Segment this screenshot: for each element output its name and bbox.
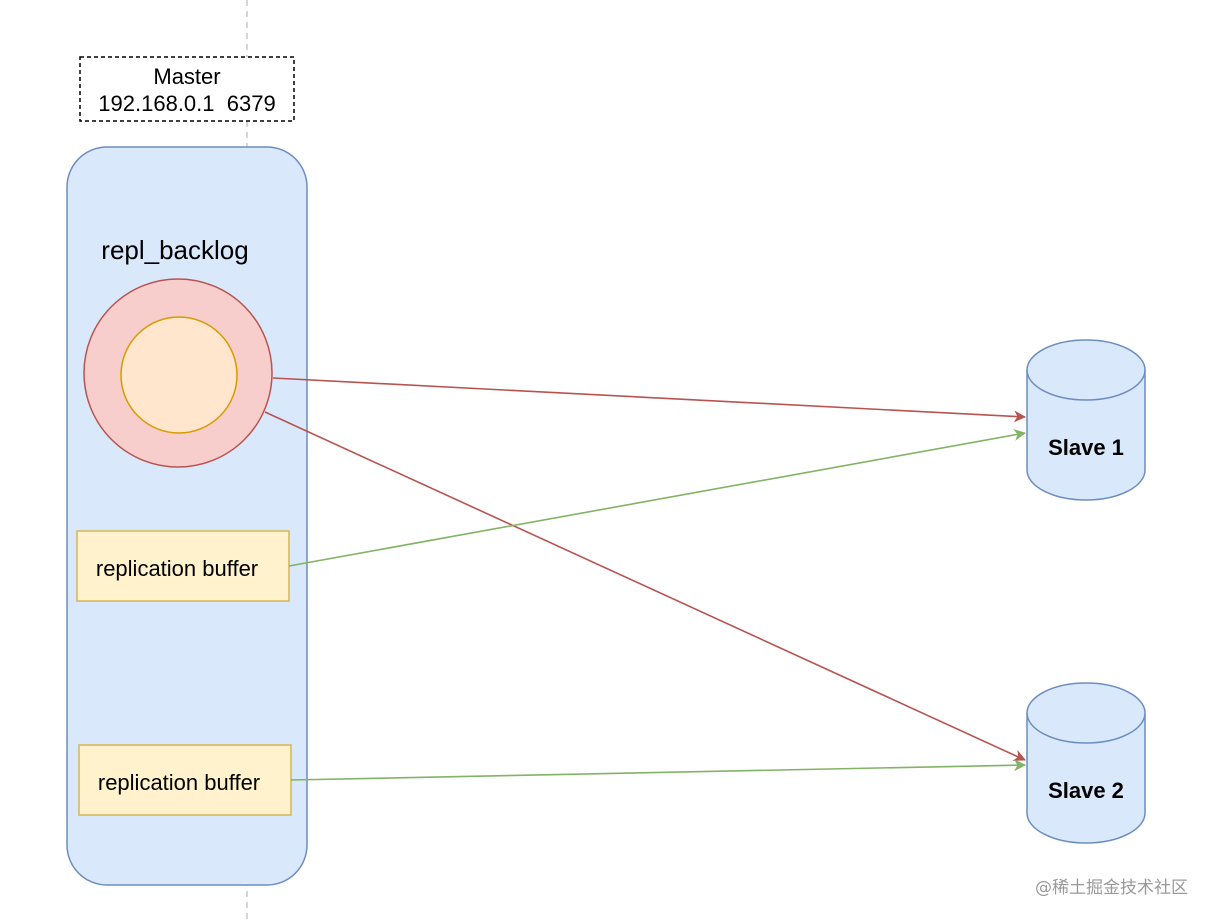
repl-backlog-label: repl_backlog [101,235,248,265]
master-address: 192.168.0.1 6379 [98,91,275,116]
replication-buffer-1-label: replication buffer [96,556,258,581]
arrow-buffer-2-to-slave-2 [290,759,1026,781]
slave-2-label: Slave 2 [1048,778,1124,803]
replication-buffer-2[interactable] [78,744,292,816]
slave-2-cylinder-top [1026,682,1146,744]
watermark: @稀土掘金技术社区 [1035,878,1188,898]
slave-2-node[interactable]: Slave 2 [1026,682,1146,844]
master-label-box [79,56,295,122]
slave-1-cylinder-top [1026,339,1146,401]
slave-2-cylinder-body [1026,713,1146,844]
slave-1-node[interactable]: Slave 1 [1026,339,1146,501]
replication-buffer-2-label: replication buffer [98,770,260,795]
master-title: Master [153,64,220,89]
arrow-buffer-1-to-slave-1 [288,429,1026,567]
slave-1-label: Slave 1 [1048,435,1124,460]
repl-backlog-inner-ring [120,316,238,434]
slave-1-cylinder-body [1026,370,1146,501]
arrow-backlog-to-slave-1 [272,377,1026,423]
arrow-backlog-to-slave-2 [264,411,1026,761]
